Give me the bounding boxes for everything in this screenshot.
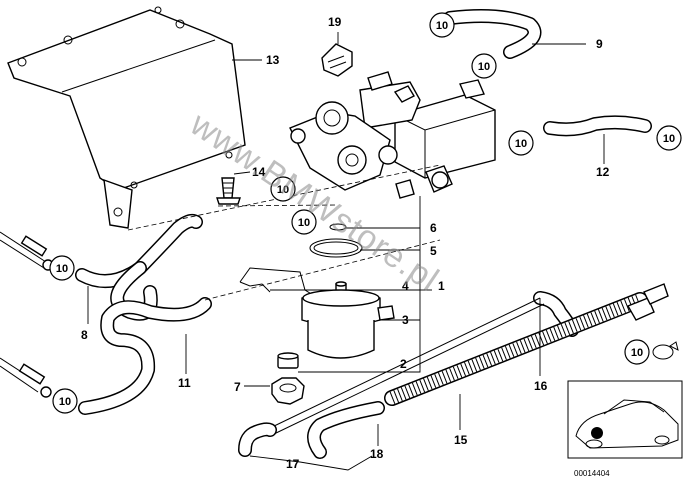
- corrugated-tube-15: [384, 283, 669, 406]
- hose-9: [443, 9, 542, 59]
- hose-18: [307, 401, 385, 459]
- svg-text:10: 10: [436, 20, 448, 32]
- svg-text:10: 10: [515, 138, 527, 150]
- callout-10-a: 10: [429, 12, 455, 38]
- callout-4: 4: [402, 279, 409, 293]
- callout-5: 5: [430, 244, 437, 258]
- callout-7: 7: [234, 380, 241, 394]
- callout-10-e: 10: [270, 176, 296, 202]
- fuel-line-upper-left: [0, 231, 54, 271]
- svg-text:10: 10: [59, 396, 71, 408]
- inset-car-thumbnail: [567, 380, 683, 459]
- leader-lines: [87, 32, 605, 471]
- hose-8: [75, 213, 203, 321]
- callout-3: 3: [402, 313, 409, 327]
- diagram-code: 00014404: [574, 469, 610, 478]
- callout-8: 8: [81, 328, 88, 342]
- screw-14: [216, 177, 241, 205]
- callout-9: 9: [596, 37, 603, 51]
- hose-11: [78, 297, 212, 415]
- callout-6: 6: [430, 221, 437, 235]
- svg-text:10: 10: [478, 61, 490, 73]
- callout-18: 18: [370, 447, 384, 461]
- callout-16: 16: [534, 379, 548, 393]
- callout-13: 13: [266, 53, 280, 67]
- callout-10-c: 10: [508, 130, 534, 156]
- callout-15: 15: [454, 433, 468, 447]
- svg-text:10: 10: [663, 133, 675, 145]
- callout-10-f: 10: [291, 209, 317, 235]
- callout-12: 12: [596, 165, 610, 179]
- hose-12: [543, 115, 652, 137]
- callout-10-d: 10: [656, 125, 682, 151]
- callout-10-b: 10: [471, 53, 497, 79]
- callout-1: 1: [438, 279, 445, 293]
- nut-7: [271, 377, 305, 405]
- callout-2: 2: [400, 357, 407, 371]
- svg-text:10: 10: [277, 184, 289, 196]
- idle-valve-assembly: [289, 71, 496, 199]
- fuel-line-lower-left: [0, 357, 52, 398]
- svg-text:10: 10: [56, 263, 68, 275]
- callout-10-h: 10: [52, 388, 78, 414]
- bracket-wire-4: [239, 267, 319, 299]
- pipe-17: [238, 297, 545, 457]
- callout-11: 11: [178, 376, 191, 390]
- plug-2: [277, 352, 299, 369]
- callout-10-i: 10: [624, 339, 650, 365]
- clip-19: [321, 43, 353, 77]
- callout-19: 19: [328, 15, 342, 29]
- o-ring-5: [309, 238, 363, 258]
- svg-text:10: 10: [298, 217, 310, 229]
- hose-clamp-icon: [652, 341, 679, 360]
- callout-14: 14: [252, 165, 266, 179]
- bracket-13: [7, 6, 246, 229]
- callout-10-g: 10: [49, 255, 75, 281]
- callout-17: 17: [286, 457, 300, 471]
- svg-text:10: 10: [631, 347, 643, 359]
- seal-ring-6: [329, 223, 347, 231]
